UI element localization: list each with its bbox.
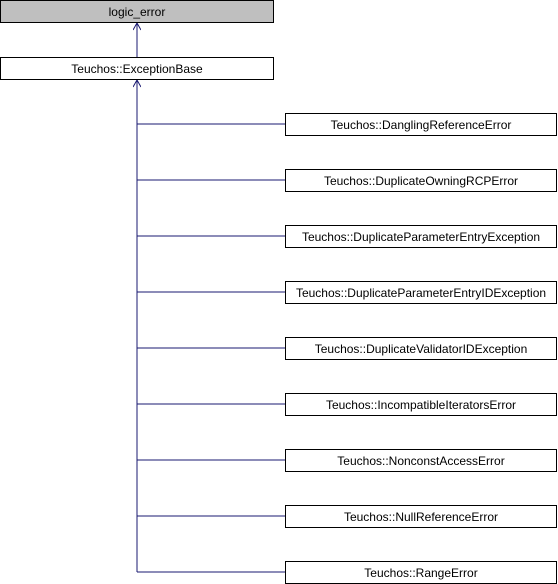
class-node-incompatible-iterators-error[interactable]: Teuchos::IncompatibleIteratorsError — [285, 393, 557, 416]
class-node-duplicate-owning-rcperror[interactable]: Teuchos::DuplicateOwningRCPError — [285, 169, 557, 192]
class-node-range-error[interactable]: Teuchos::RangeError — [285, 561, 557, 584]
class-node-logic-error[interactable]: logic_error — [0, 0, 274, 23]
class-node-duplicate-parameter-entry-idexception[interactable]: Teuchos::DuplicateParameterEntryIDExcept… — [285, 281, 557, 304]
class-node-exception-base[interactable]: Teuchos::ExceptionBase — [0, 57, 274, 80]
class-node-null-reference-error[interactable]: Teuchos::NullReferenceError — [285, 505, 557, 528]
class-node-nonconst-access-error[interactable]: Teuchos::NonconstAccessError — [285, 449, 557, 472]
class-node-dangling-reference-error[interactable]: Teuchos::DanglingReferenceError — [285, 113, 557, 136]
class-node-duplicate-parameter-entry-exception[interactable]: Teuchos::DuplicateParameterEntryExceptio… — [285, 225, 557, 248]
class-node-duplicate-validator-idexception[interactable]: Teuchos::DuplicateValidatorIDException — [285, 337, 557, 360]
